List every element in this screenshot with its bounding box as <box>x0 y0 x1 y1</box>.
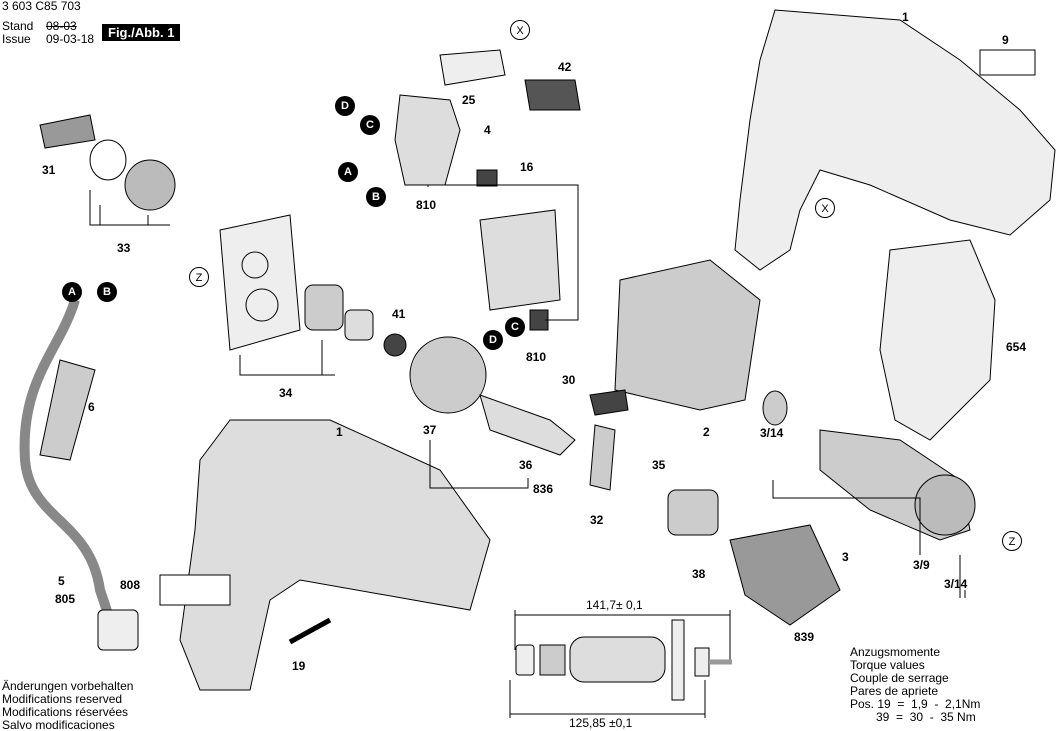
part-label: 3/14 <box>944 577 968 591</box>
screw-19 <box>288 617 332 645</box>
cord-sleeve-6 <box>39 359 96 461</box>
part-label: 3/9 <box>913 558 930 572</box>
part-label: 6 <box>88 400 95 414</box>
part-label: 42 <box>558 60 572 74</box>
label-part-9 <box>979 49 1036 76</box>
part-label: 3/14 <box>760 426 784 440</box>
issue-date: 09-03-18 <box>46 32 95 46</box>
note-line: Modifications reserved <box>2 692 123 706</box>
plate-hole <box>245 288 279 322</box>
part-label: 1 <box>336 425 343 439</box>
torque-heading: Pares de apriete <box>850 684 939 698</box>
part-32 <box>589 424 616 491</box>
doc-number: 3 603 C85 703 <box>2 0 81 13</box>
marker-x: X <box>815 198 835 218</box>
marker-z: Z <box>189 267 209 287</box>
torque-pos39: 39 = 30 - 35 Nm <box>876 710 976 724</box>
plug <box>97 609 139 651</box>
torque-heading: Anzugsmomente <box>850 645 941 659</box>
torque-pos19: Pos. 19 = 1,9 - 2,1Nm <box>850 697 981 711</box>
part-label: 805 <box>55 592 76 606</box>
part-label: 810 <box>526 350 547 364</box>
torque-heading: Torque values <box>850 658 925 672</box>
part-label: 19 <box>292 659 306 673</box>
spindle-38 <box>667 489 719 536</box>
chuck-839 <box>729 524 841 626</box>
part-label: 32 <box>590 513 604 527</box>
marker-a: A <box>62 282 82 302</box>
dimension-overall: 141,7± 0,1 <box>586 598 643 612</box>
needle-bearing-41 <box>383 333 407 357</box>
part-label: 34 <box>279 386 293 400</box>
part-30 <box>589 389 629 416</box>
part-42 <box>524 79 581 111</box>
part-31 <box>39 114 96 149</box>
armature-dimension-drawing <box>509 610 732 718</box>
part-label: 30 <box>562 373 576 387</box>
part-label: 31 <box>42 163 56 177</box>
old-date: 08-03 <box>46 19 77 33</box>
part-label: 839 <box>794 630 815 644</box>
torque-heading: Couple de serrage <box>850 671 949 685</box>
bearing <box>304 284 344 331</box>
part-label: 810 <box>416 198 437 212</box>
marker-a: A <box>338 162 358 182</box>
housing-half-bottom <box>179 419 491 691</box>
marker-c: C <box>360 115 380 135</box>
marker-b: B <box>366 187 386 207</box>
part-label: 1 <box>902 10 909 24</box>
dimension-inner: 125,85 ±0,1 <box>569 716 633 730</box>
part-label: 41 <box>392 307 406 321</box>
note-line: Änderungen vorbehalten <box>2 679 134 693</box>
carbon-brush-holder-16 <box>479 209 561 311</box>
figure-badge: Fig./Abb. 1 <box>102 24 181 41</box>
part-label: 836 <box>533 482 554 496</box>
plate-hole <box>241 251 269 279</box>
leader-lines <box>89 184 966 598</box>
shaft-36 <box>479 394 576 456</box>
part-label: 37 <box>423 423 437 437</box>
bushing <box>344 309 374 341</box>
fan <box>914 474 976 536</box>
part-label: 808 <box>120 578 141 592</box>
carbon-brush <box>476 169 498 187</box>
washer <box>89 139 127 181</box>
marker-x: X <box>510 20 530 40</box>
stand-label: Stand <box>2 19 34 33</box>
part-label: 654 <box>1006 340 1027 354</box>
housing-half-top <box>734 9 1056 271</box>
issue-label: Issue <box>2 32 31 46</box>
part-label: 16 <box>520 160 534 174</box>
part-label: 4 <box>484 123 491 137</box>
part-label: 35 <box>652 458 666 472</box>
brush-holder-33 <box>124 159 176 211</box>
field-2 <box>614 259 761 411</box>
switch <box>394 94 461 186</box>
marker-d: D <box>483 330 503 350</box>
ball-bearing <box>762 390 788 426</box>
marker-c: C <box>505 317 525 337</box>
part-label: 3 <box>842 550 849 564</box>
part-label: 2 <box>703 425 710 439</box>
part-label: 9 <box>1002 33 1009 47</box>
housing-654 <box>879 239 996 441</box>
part-label: 5 <box>58 574 65 588</box>
marker-b: B <box>97 282 117 302</box>
part-label: 25 <box>462 93 476 107</box>
part-label: 38 <box>692 567 706 581</box>
note-line: Modifications réservées <box>2 705 129 719</box>
marker-d: D <box>335 96 355 116</box>
plate-34 <box>219 214 301 351</box>
switch-cover-25 <box>439 49 506 86</box>
power-cord-5 <box>19 298 115 622</box>
gear-37 <box>409 336 487 414</box>
part-label: 36 <box>519 458 533 472</box>
note-line: Salvo modificaciones <box>2 718 115 731</box>
part-label: 33 <box>117 241 131 255</box>
marker-z: Z <box>1002 531 1022 551</box>
label-808 <box>159 574 231 606</box>
